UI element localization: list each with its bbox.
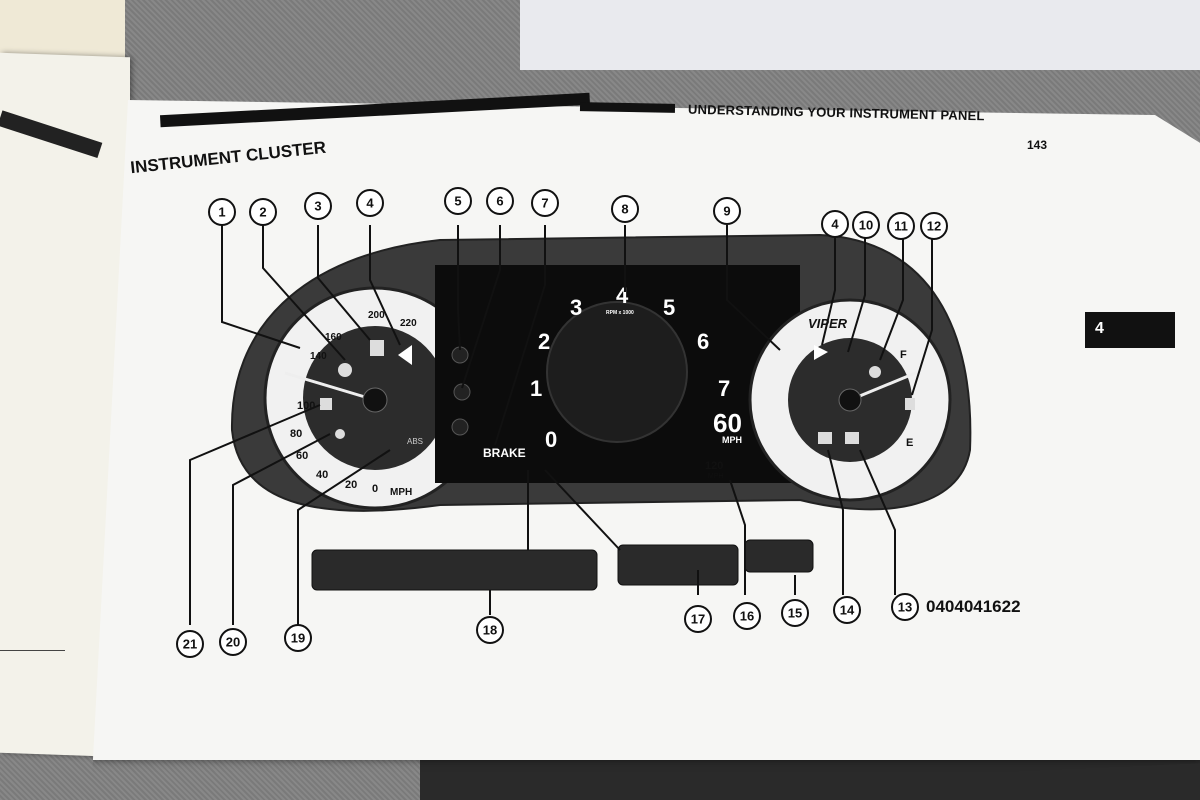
callout-16: 16 bbox=[733, 602, 761, 630]
svg-text:12: 12 bbox=[927, 219, 941, 234]
callout-12: 12 bbox=[920, 212, 948, 240]
leader-lines bbox=[189, 225, 933, 625]
svg-text:16: 16 bbox=[740, 609, 754, 624]
speedometer-needle bbox=[284, 371, 376, 402]
traction-off-icon bbox=[320, 398, 332, 410]
fuel-full-label: F bbox=[900, 349, 907, 361]
svg-text:6: 6 bbox=[496, 194, 503, 209]
figure-code: 0404041622 bbox=[926, 597, 1021, 616]
chapter-tab-label: 4 bbox=[1095, 320, 1104, 337]
speedo-tick-160: 160 bbox=[325, 332, 342, 343]
abs-indicator: ABS bbox=[407, 437, 423, 446]
callout-15: 15 bbox=[781, 599, 809, 627]
svg-text:14: 14 bbox=[840, 603, 855, 618]
fuel-gauge-needle bbox=[849, 370, 919, 402]
speedo-tick-200: 200 bbox=[368, 310, 385, 321]
speedo-tick-0: 0 bbox=[372, 483, 378, 495]
left-page-rule bbox=[0, 650, 65, 651]
check-engine-icon bbox=[818, 432, 832, 444]
callout-10: 10 bbox=[852, 211, 880, 239]
warning-lamp-3 bbox=[451, 418, 469, 436]
tach-num-4: 4 bbox=[616, 283, 629, 308]
seatbelt-icon bbox=[370, 340, 384, 356]
svg-text:18: 18 bbox=[483, 623, 497, 638]
svg-text:3: 3 bbox=[314, 199, 321, 214]
svg-text:20: 20 bbox=[226, 635, 240, 650]
svg-text:5: 5 bbox=[454, 194, 461, 209]
speedo-tick-80: 80 bbox=[290, 428, 302, 440]
callout-9: 9 bbox=[713, 197, 741, 225]
indicator-strip-17 bbox=[617, 544, 739, 586]
callout-6: 6 bbox=[486, 187, 514, 215]
indicator-strip-18 bbox=[311, 549, 598, 591]
callout-21: 21 bbox=[176, 630, 204, 658]
brake-indicator: BRAKE bbox=[483, 446, 526, 460]
fuel-gauge-hub bbox=[838, 388, 862, 412]
svg-text:9: 9 bbox=[723, 204, 730, 219]
svg-text:10: 10 bbox=[859, 218, 873, 233]
tach-inner-ring bbox=[546, 301, 688, 443]
svg-text:15: 15 bbox=[788, 606, 802, 621]
callout-4: 4 bbox=[356, 189, 384, 217]
callout-7: 7 bbox=[531, 189, 559, 217]
speedometer-hub bbox=[362, 387, 388, 413]
speedo-tick-140: 140 bbox=[310, 351, 327, 362]
callout-20: 20 bbox=[219, 628, 247, 656]
callout-5: 5 bbox=[444, 187, 472, 215]
digital-speed: 60 bbox=[713, 408, 742, 438]
tach-num-2: 2 bbox=[538, 329, 550, 354]
callout-1: 1 bbox=[208, 198, 236, 226]
speedo-unit: MPH bbox=[390, 487, 412, 498]
tach-num-5: 5 bbox=[663, 295, 675, 320]
svg-text:11: 11 bbox=[894, 219, 908, 234]
speedo-tick-20: 20 bbox=[345, 479, 357, 491]
tach-num-6: 6 bbox=[697, 329, 709, 354]
tach-num-3: 3 bbox=[570, 295, 582, 320]
tach-num-1: 1 bbox=[530, 376, 542, 401]
svg-text:2: 2 bbox=[259, 205, 266, 220]
callout-3: 3 bbox=[304, 192, 332, 220]
page-number: 143 bbox=[1027, 138, 1048, 152]
tach-scale: RPM x 1000 bbox=[606, 310, 634, 316]
turn-signal-right-icon bbox=[814, 345, 828, 360]
callout-13: 13 bbox=[891, 593, 919, 621]
callout-19: 19 bbox=[284, 624, 312, 652]
svg-text:19: 19 bbox=[291, 631, 305, 646]
speedo-tick-40: 40 bbox=[316, 469, 328, 481]
tach-num-7: 7 bbox=[718, 376, 730, 401]
indicator-strip-15 bbox=[744, 539, 814, 573]
svg-text:8: 8 bbox=[621, 202, 628, 217]
svg-text:17: 17 bbox=[691, 612, 705, 627]
top-book-stack bbox=[520, 0, 1200, 70]
digital-speed-unit: MPH bbox=[722, 435, 742, 445]
airbag-icon bbox=[338, 363, 352, 377]
svg-text:13: 13 bbox=[898, 600, 912, 615]
svg-text:4: 4 bbox=[831, 217, 839, 232]
high-beam-icon bbox=[869, 366, 881, 378]
speedo-tick-60: 60 bbox=[296, 450, 308, 462]
svg-text:4: 4 bbox=[366, 196, 374, 211]
speedo-tick-220: 220 bbox=[400, 318, 417, 329]
callout-17: 17 bbox=[684, 605, 712, 633]
fuel-icon bbox=[905, 398, 915, 410]
fuel-empty-label: E bbox=[906, 437, 913, 449]
top-speed-value: 120 bbox=[705, 460, 723, 472]
chapter-tab: 4 bbox=[1085, 312, 1175, 348]
svg-text:1: 1 bbox=[218, 205, 225, 220]
top-speed-unit: MPH bbox=[708, 473, 724, 480]
tach-num-0: 0 bbox=[545, 427, 557, 452]
callout-4b: 4 bbox=[821, 210, 849, 238]
callout-8: 8 bbox=[611, 195, 639, 223]
turn-signal-left-icon bbox=[398, 345, 412, 365]
headlight-icon bbox=[335, 429, 345, 439]
callout-14: 14 bbox=[833, 596, 861, 624]
callout-2: 2 bbox=[249, 198, 277, 226]
warning-lamp-2 bbox=[453, 383, 471, 401]
svg-text:21: 21 bbox=[183, 637, 197, 652]
svg-text:7: 7 bbox=[541, 196, 548, 211]
tire-pressure-icon bbox=[845, 432, 859, 444]
callout-11: 11 bbox=[887, 212, 915, 240]
callout-18: 18 bbox=[476, 616, 504, 644]
